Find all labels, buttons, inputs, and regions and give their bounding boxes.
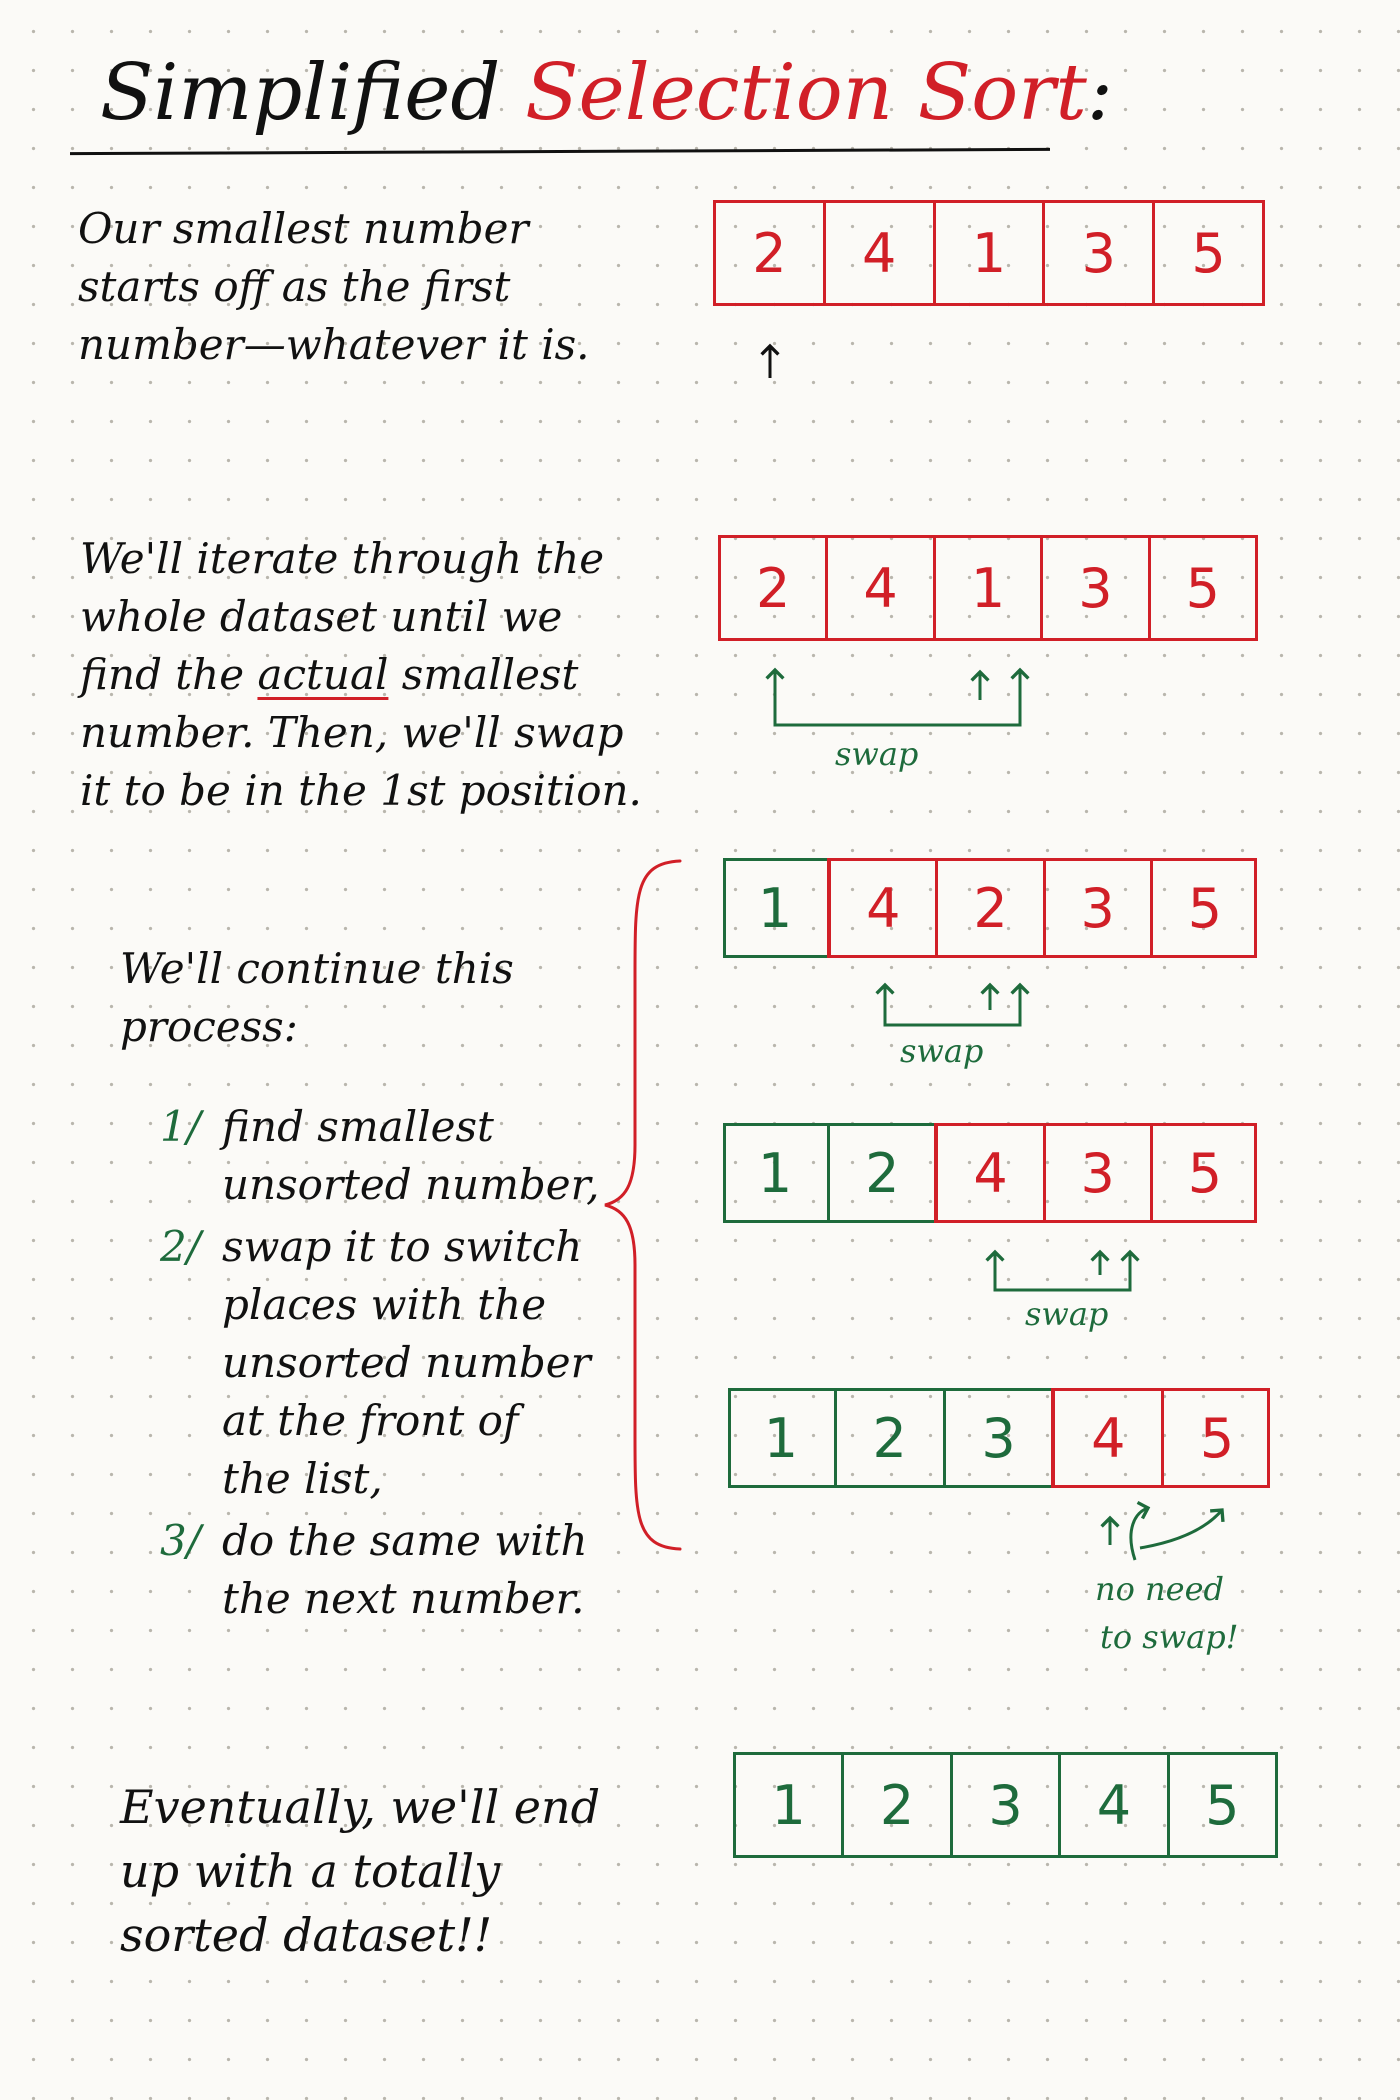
step-line: swap it to switch xyxy=(222,1222,583,1271)
array-cell: 4 xyxy=(822,203,933,303)
note-starting-value: Our smallest number starts off as the fi… xyxy=(78,200,590,374)
swap-bracket xyxy=(875,982,1030,1027)
note-line: number. Then, we'll swap xyxy=(80,708,624,757)
array-cell: 2 xyxy=(841,1755,949,1855)
step-item: 1/ find smallest unsorted number, xyxy=(160,1098,599,1214)
note-line: We'll continue this xyxy=(120,944,514,993)
array-cell: 1 xyxy=(771,1773,806,1837)
page-title: Simplified Selection Sort: xyxy=(100,48,1113,138)
step-line: places with the xyxy=(222,1280,547,1329)
swap-label: swap xyxy=(835,735,918,773)
note-line: up with a totally xyxy=(120,1844,501,1898)
step-line: the list, xyxy=(222,1454,383,1503)
emphasis-actual: actual xyxy=(257,650,389,699)
note-line: process: xyxy=(120,1002,298,1051)
title-word-sort: Sort xyxy=(917,48,1087,138)
array-cell: 1 xyxy=(932,538,1040,638)
process-steps: 1/ find smallest unsorted number, 2/ swa… xyxy=(160,1098,599,1632)
curly-brace xyxy=(604,859,682,1551)
note-text: smallest xyxy=(401,650,579,699)
swap-bracket xyxy=(985,1249,1140,1292)
array-cell: 5 xyxy=(1147,538,1255,638)
title-word-selection: Selection xyxy=(525,48,893,138)
array-cell: 5 xyxy=(1161,1388,1270,1488)
array-cell: 2 xyxy=(756,556,791,620)
array-cell: 4 xyxy=(827,858,935,958)
swap-bracket xyxy=(765,667,1030,727)
step-item: 3/ do the same with the next number. xyxy=(160,1512,599,1628)
step-line: unsorted number xyxy=(222,1338,591,1387)
step-line: do the same with xyxy=(222,1516,588,1565)
array-cell: 3 xyxy=(949,1755,1058,1855)
array-cell: 2 xyxy=(752,221,787,285)
note-line: sorted dataset!! xyxy=(120,1908,493,1962)
array-cell: 5 xyxy=(1149,858,1257,958)
step-number: 2/ xyxy=(160,1222,201,1271)
array-cell: 1 xyxy=(932,203,1043,303)
array-cell: 5 xyxy=(1152,203,1262,303)
array-cell: 5 xyxy=(1166,1755,1275,1855)
array-cell: 2 xyxy=(935,858,1042,958)
title-word-simplified: Simplified xyxy=(100,48,501,138)
array-cell: 1 xyxy=(757,1141,793,1205)
note-conclusion: Eventually, we'll end up with a totally … xyxy=(120,1775,600,1967)
no-swap-arrows xyxy=(1100,1500,1225,1561)
step-line: unsorted number, xyxy=(222,1160,600,1209)
no-need-label: no need xyxy=(1095,1570,1224,1608)
note-text: find the xyxy=(80,650,245,699)
array-cell: 4 xyxy=(934,1123,1042,1223)
title-underline xyxy=(69,147,1051,156)
step-line: at the front of xyxy=(222,1396,519,1445)
step-line: the next number. xyxy=(222,1574,585,1623)
array-cell: 3 xyxy=(1042,1123,1150,1223)
array-cell: 4 xyxy=(1058,1755,1166,1855)
step-number: 1/ xyxy=(160,1102,201,1151)
array-cell: 3 xyxy=(1042,203,1152,303)
array-cell: 2 xyxy=(833,1388,943,1488)
no-need-label: to swap! xyxy=(1100,1618,1239,1656)
note-iterate-and-swap: We'll iterate through the whole dataset … xyxy=(80,530,642,820)
array-cell: 4 xyxy=(1051,1388,1161,1488)
array-cell: 3 xyxy=(1042,858,1150,958)
note-continue-process: We'll continue this process: xyxy=(120,940,514,1056)
title-colon: : xyxy=(1086,48,1114,138)
array-cell: 5 xyxy=(1149,1123,1257,1223)
note-line: whole dataset until we xyxy=(80,592,563,641)
swap-label: swap xyxy=(1025,1295,1108,1333)
swap-label: swap xyxy=(900,1032,983,1070)
step-number: 3/ xyxy=(160,1516,201,1565)
note-line: starts off as the first xyxy=(78,262,511,311)
note-line: number—whatever it is. xyxy=(78,320,590,369)
step-line: find smallest xyxy=(222,1102,494,1151)
note-line: Eventually, we'll end xyxy=(120,1780,601,1834)
step-item: 2/ swap it to switch places with the uns… xyxy=(160,1218,599,1508)
array-cell: 1 xyxy=(757,876,793,940)
note-line: it to be in the 1st position. xyxy=(80,766,642,815)
array-cell: 3 xyxy=(942,1388,1052,1488)
note-line: We'll iterate through the xyxy=(80,534,605,583)
note-line: Our smallest number xyxy=(78,204,529,253)
note-line: find the actual smallest xyxy=(80,646,642,704)
array-cell: 1 xyxy=(763,1406,799,1470)
array-cell: 2 xyxy=(827,1123,934,1223)
array-cell: 4 xyxy=(825,538,932,638)
array-cell: 3 xyxy=(1040,538,1147,638)
